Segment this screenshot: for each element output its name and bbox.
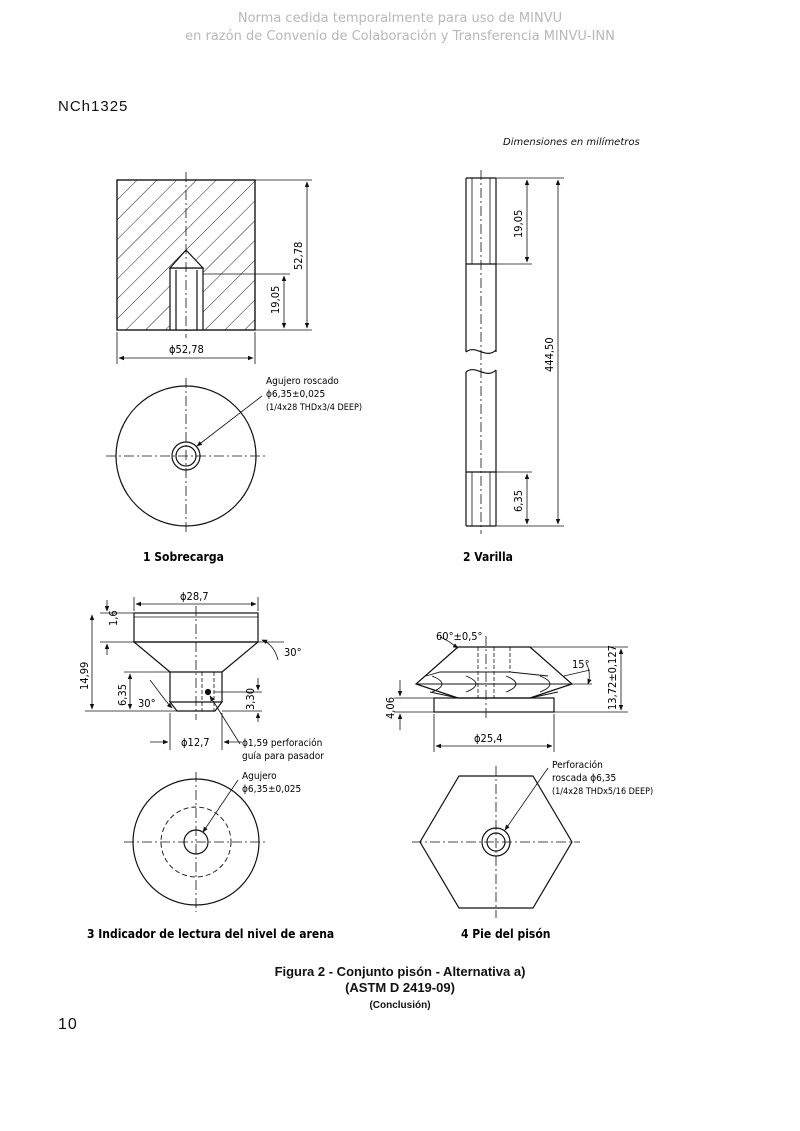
p4-note-line1: Perforación bbox=[552, 759, 603, 771]
part1-plan-view bbox=[106, 378, 266, 534]
part4-side-view bbox=[394, 636, 628, 752]
p2-dim-top: 19,05 bbox=[512, 210, 525, 238]
p1-dim-height: 52,78 bbox=[292, 242, 305, 270]
part4-plan-view bbox=[412, 766, 580, 918]
p3-title: 3 Indicador de lectura del nivel de aren… bbox=[87, 927, 334, 941]
standard-code: NCh1325 bbox=[58, 98, 129, 115]
figure-caption-line1: Figura 2 - Conjunto pisón - Alternativa … bbox=[274, 964, 526, 979]
p1-dim-hole-depth: 19,05 bbox=[269, 286, 282, 314]
part1-section-view bbox=[116, 172, 312, 364]
figure-caption-line3: (Conclusión) bbox=[369, 1000, 431, 1011]
part3-plan-view bbox=[124, 772, 268, 912]
p3-dim-total-height: 14,99 bbox=[78, 662, 91, 690]
p2-dim-bottom: 6,35 bbox=[512, 490, 525, 512]
watermark-line-1: Norma cedida temporalmente para uso de M… bbox=[237, 11, 563, 26]
p1-dim-diameter: ϕ52,78 bbox=[169, 343, 204, 356]
p3-note-pin-line1: ϕ1,59 perforación bbox=[242, 737, 322, 749]
p3-note-pin-line2: guía para pasador bbox=[242, 750, 324, 762]
p2-title: 2 Varilla bbox=[463, 550, 513, 564]
p3-dim-thickness: 1,6 bbox=[107, 610, 120, 626]
p1-note-line2: ϕ6,35±0,025 bbox=[266, 389, 325, 400]
p3-dim-angle-bottom: 30° bbox=[138, 697, 156, 710]
dimensions-note: Dimensiones en milímetros bbox=[503, 137, 640, 148]
p3-dim-top-diameter: ϕ28,7 bbox=[180, 590, 209, 603]
p3-dim-stem-diameter: ϕ12,7 bbox=[181, 736, 210, 749]
p1-note-line3: (1/4x28 THDx3/4 DEEP) bbox=[266, 403, 362, 413]
page-number: 10 bbox=[58, 1016, 78, 1033]
p4-dim-height: 13,72±0,127 bbox=[606, 645, 619, 710]
part2-rod bbox=[465, 170, 564, 534]
p4-dim-base: 4,06 bbox=[384, 697, 397, 719]
p3-dim-stem: 6,35 bbox=[116, 684, 129, 706]
p2-dim-length: 444,50 bbox=[543, 337, 556, 372]
p4-title: 4 Pie del pisón bbox=[461, 927, 550, 941]
p3-dim-hole-pos: 3,30 bbox=[244, 688, 257, 710]
p4-note-line3: (1/4x28 THDx5/16 DEEP) bbox=[552, 787, 653, 797]
part3-side-view bbox=[85, 597, 284, 750]
p1-title: 1 Sobrecarga bbox=[143, 550, 224, 564]
p4-dim-angle-side: 15° bbox=[572, 658, 590, 671]
p4-dim-angle-top: 60°±0,5° bbox=[436, 630, 483, 643]
p3-dim-angle-top: 30° bbox=[284, 646, 302, 659]
p4-dim-diameter: ϕ25,4 bbox=[474, 732, 503, 745]
p3-note-hole-line2: ϕ6,35±0,025 bbox=[242, 784, 301, 795]
p4-note-line2: roscada ϕ6,35 bbox=[552, 773, 616, 784]
figure-caption-line2: (ASTM D 2419-09) bbox=[345, 980, 455, 995]
watermark-line-2: en razón de Convenio de Colaboración y T… bbox=[185, 29, 615, 44]
p3-note-hole-line1: Agujero bbox=[242, 771, 277, 782]
p1-note-line1: Agujero roscado bbox=[266, 376, 339, 387]
